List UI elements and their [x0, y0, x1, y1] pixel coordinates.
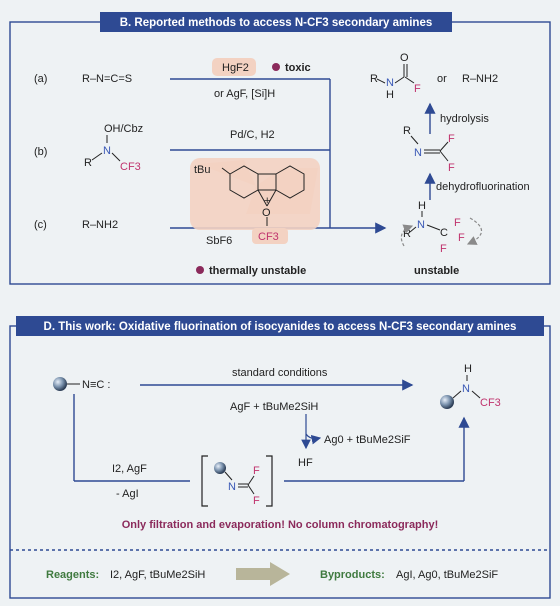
unst-f2: F	[458, 232, 465, 244]
summary-arrow-icon	[236, 562, 290, 586]
intermediate-n: N	[228, 481, 236, 493]
reagent-b-oh: OH/Cbz	[104, 123, 143, 135]
hydrolysis-label: hydrolysis	[440, 113, 489, 125]
unst-n: N	[417, 219, 425, 231]
reagent-b-r: R	[84, 157, 92, 169]
unst-dash-left	[400, 224, 414, 247]
reagent-a: R–N=C=S	[82, 73, 132, 85]
cond-hgf2: HgF2	[222, 62, 249, 74]
isocyanide-label: N≡C :	[82, 379, 110, 391]
reagents-value: I2, AgF, tBuMe2SiH	[110, 569, 205, 581]
reagent-b-cf3: CF3	[120, 161, 141, 173]
unst-c: C	[440, 227, 448, 239]
catalyst-plus: +	[264, 195, 270, 207]
thermal-dot	[196, 266, 204, 274]
isocyanide-ball-icon	[53, 377, 67, 391]
intermediate-f1: F	[253, 465, 260, 477]
product-n: N	[462, 383, 470, 395]
prod-h: H	[386, 89, 394, 101]
panel-b-frame	[9, 21, 551, 285]
product-h: H	[464, 363, 472, 375]
imine-n: N	[414, 147, 422, 159]
imine-r: R	[403, 125, 411, 137]
product-ball-icon	[440, 395, 454, 409]
unst-f3: F	[440, 243, 447, 255]
prod-amine: R–NH2	[462, 73, 498, 85]
reagents-label: Reagents:	[46, 569, 99, 581]
i2-agf-label: I2, AgF	[112, 463, 147, 475]
catalyst-counterion: SbF6	[206, 235, 232, 247]
label-a: (a)	[34, 73, 47, 85]
prod-o: O	[400, 52, 409, 64]
reagents-line: AgF + tBuMe2SiH	[230, 401, 318, 413]
catalyst: tBu O + CF3 SbF6	[190, 158, 320, 247]
prod-n: N	[386, 77, 394, 89]
bracket-left	[201, 455, 208, 507]
prod-f: F	[414, 83, 421, 95]
cond-pdc: Pd/C, H2	[230, 129, 275, 141]
cond-agf-si: or AgF, [Si]H	[214, 88, 275, 100]
hgf2-highlight	[212, 58, 256, 76]
bracket-right	[266, 455, 273, 507]
label-b: (b)	[34, 146, 47, 158]
unst-f1: F	[454, 217, 461, 229]
byproducts-label: Byproducts:	[320, 569, 385, 581]
imine-f1: F	[448, 133, 455, 145]
catalyst-cf3: CF3	[258, 231, 279, 243]
intermediate-ball-icon	[214, 462, 226, 474]
thermally-unstable-label: thermally unstable	[209, 265, 306, 277]
unstable-label: unstable	[414, 265, 459, 277]
hf-label: HF	[298, 457, 313, 469]
toxic-dot	[272, 63, 280, 71]
panel-d: D. This work: Oxidative fluorination of …	[9, 316, 551, 599]
byprod-curve	[305, 433, 322, 445]
unst-r: R	[403, 228, 411, 240]
catalyst-tbu: tBu	[194, 164, 211, 176]
reagent-c: R–NH2	[82, 219, 118, 231]
imine-f2: F	[448, 162, 455, 174]
unst-h: H	[418, 200, 426, 212]
unst-dash-right	[466, 217, 483, 245]
prod-r: R	[370, 73, 378, 85]
std-conditions: standard conditions	[232, 367, 328, 379]
dehydro-label: dehydrofluorination	[436, 181, 530, 193]
toxic-label: toxic	[285, 62, 311, 74]
minus-agi-label: - AgI	[116, 488, 139, 500]
panel-b-title: B. Reported methods to access N-CF3 seco…	[120, 17, 433, 29]
panel-d-title: D. This work: Oxidative fluorination of …	[44, 321, 517, 333]
product-cf3: CF3	[480, 397, 501, 409]
panel-b: B. Reported methods to access N-CF3 seco…	[9, 12, 551, 285]
byprod-line: Ag0 + tBuMe2SiF	[324, 434, 411, 446]
panel-b-header-bg	[100, 12, 452, 32]
reagent-b-n: N	[103, 145, 111, 157]
byproducts-value: AgI, Ag0, tBuMe2SiF	[396, 569, 498, 581]
label-c: (c)	[34, 219, 47, 231]
prod-or: or	[437, 73, 447, 85]
note-text: Only filtration and evaporation! No colu…	[122, 519, 439, 531]
catalyst-o: O	[262, 207, 271, 219]
intermediate-f2: F	[253, 495, 260, 507]
panel-d-header-bg	[16, 316, 544, 336]
